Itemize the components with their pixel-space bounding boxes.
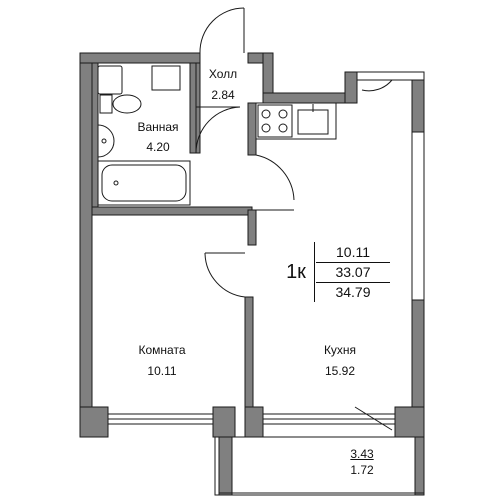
summary-divider-2 bbox=[316, 282, 390, 283]
summary-divider-1 bbox=[316, 262, 390, 263]
balcony bbox=[214, 436, 425, 496]
summary-box: 1к 10.11 33.07 34.79 bbox=[278, 242, 390, 302]
room-area: 10.11 bbox=[147, 364, 177, 378]
balcony-area-total: 3.43 bbox=[350, 447, 374, 461]
apartment-type: 1к bbox=[286, 261, 306, 283]
room-name: Комната bbox=[138, 343, 186, 357]
room-label: Комната 10.11 bbox=[117, 342, 207, 379]
living-area: 10.11 bbox=[336, 244, 370, 260]
corner-nook bbox=[361, 79, 393, 92]
balcony-door bbox=[354, 406, 393, 431]
summary-divider-vertical bbox=[314, 242, 315, 302]
hall-area: 2.84 bbox=[211, 88, 235, 102]
bathroom-name: Ванная bbox=[137, 120, 179, 134]
kitchen-fixtures bbox=[255, 102, 337, 140]
total-area: 33.07 bbox=[335, 264, 371, 280]
entry-door bbox=[199, 7, 245, 54]
bathroom-fixtures bbox=[97, 65, 191, 206]
room-door bbox=[204, 252, 246, 298]
windows bbox=[107, 413, 396, 425]
hall-name: Холл bbox=[208, 67, 238, 81]
kitchen-label: Кухня 15.92 bbox=[295, 342, 385, 379]
bathroom-door bbox=[195, 106, 241, 154]
kitchen-name: Кухня bbox=[323, 343, 357, 357]
kitchen-area: 15.92 bbox=[324, 364, 356, 378]
balcony-label: 3.43 1.72 bbox=[337, 446, 387, 478]
hall-label: Холл 2.84 bbox=[178, 66, 268, 103]
balcony-area-reduced: 1.72 bbox=[350, 463, 374, 477]
total-with-balcony: 34.79 bbox=[335, 284, 371, 300]
kitchen-door bbox=[255, 154, 295, 211]
bathroom-area: 4.20 bbox=[146, 140, 170, 154]
wall-outlines bbox=[356, 71, 425, 300]
bathroom-label: Ванная 4.20 bbox=[113, 119, 203, 155]
